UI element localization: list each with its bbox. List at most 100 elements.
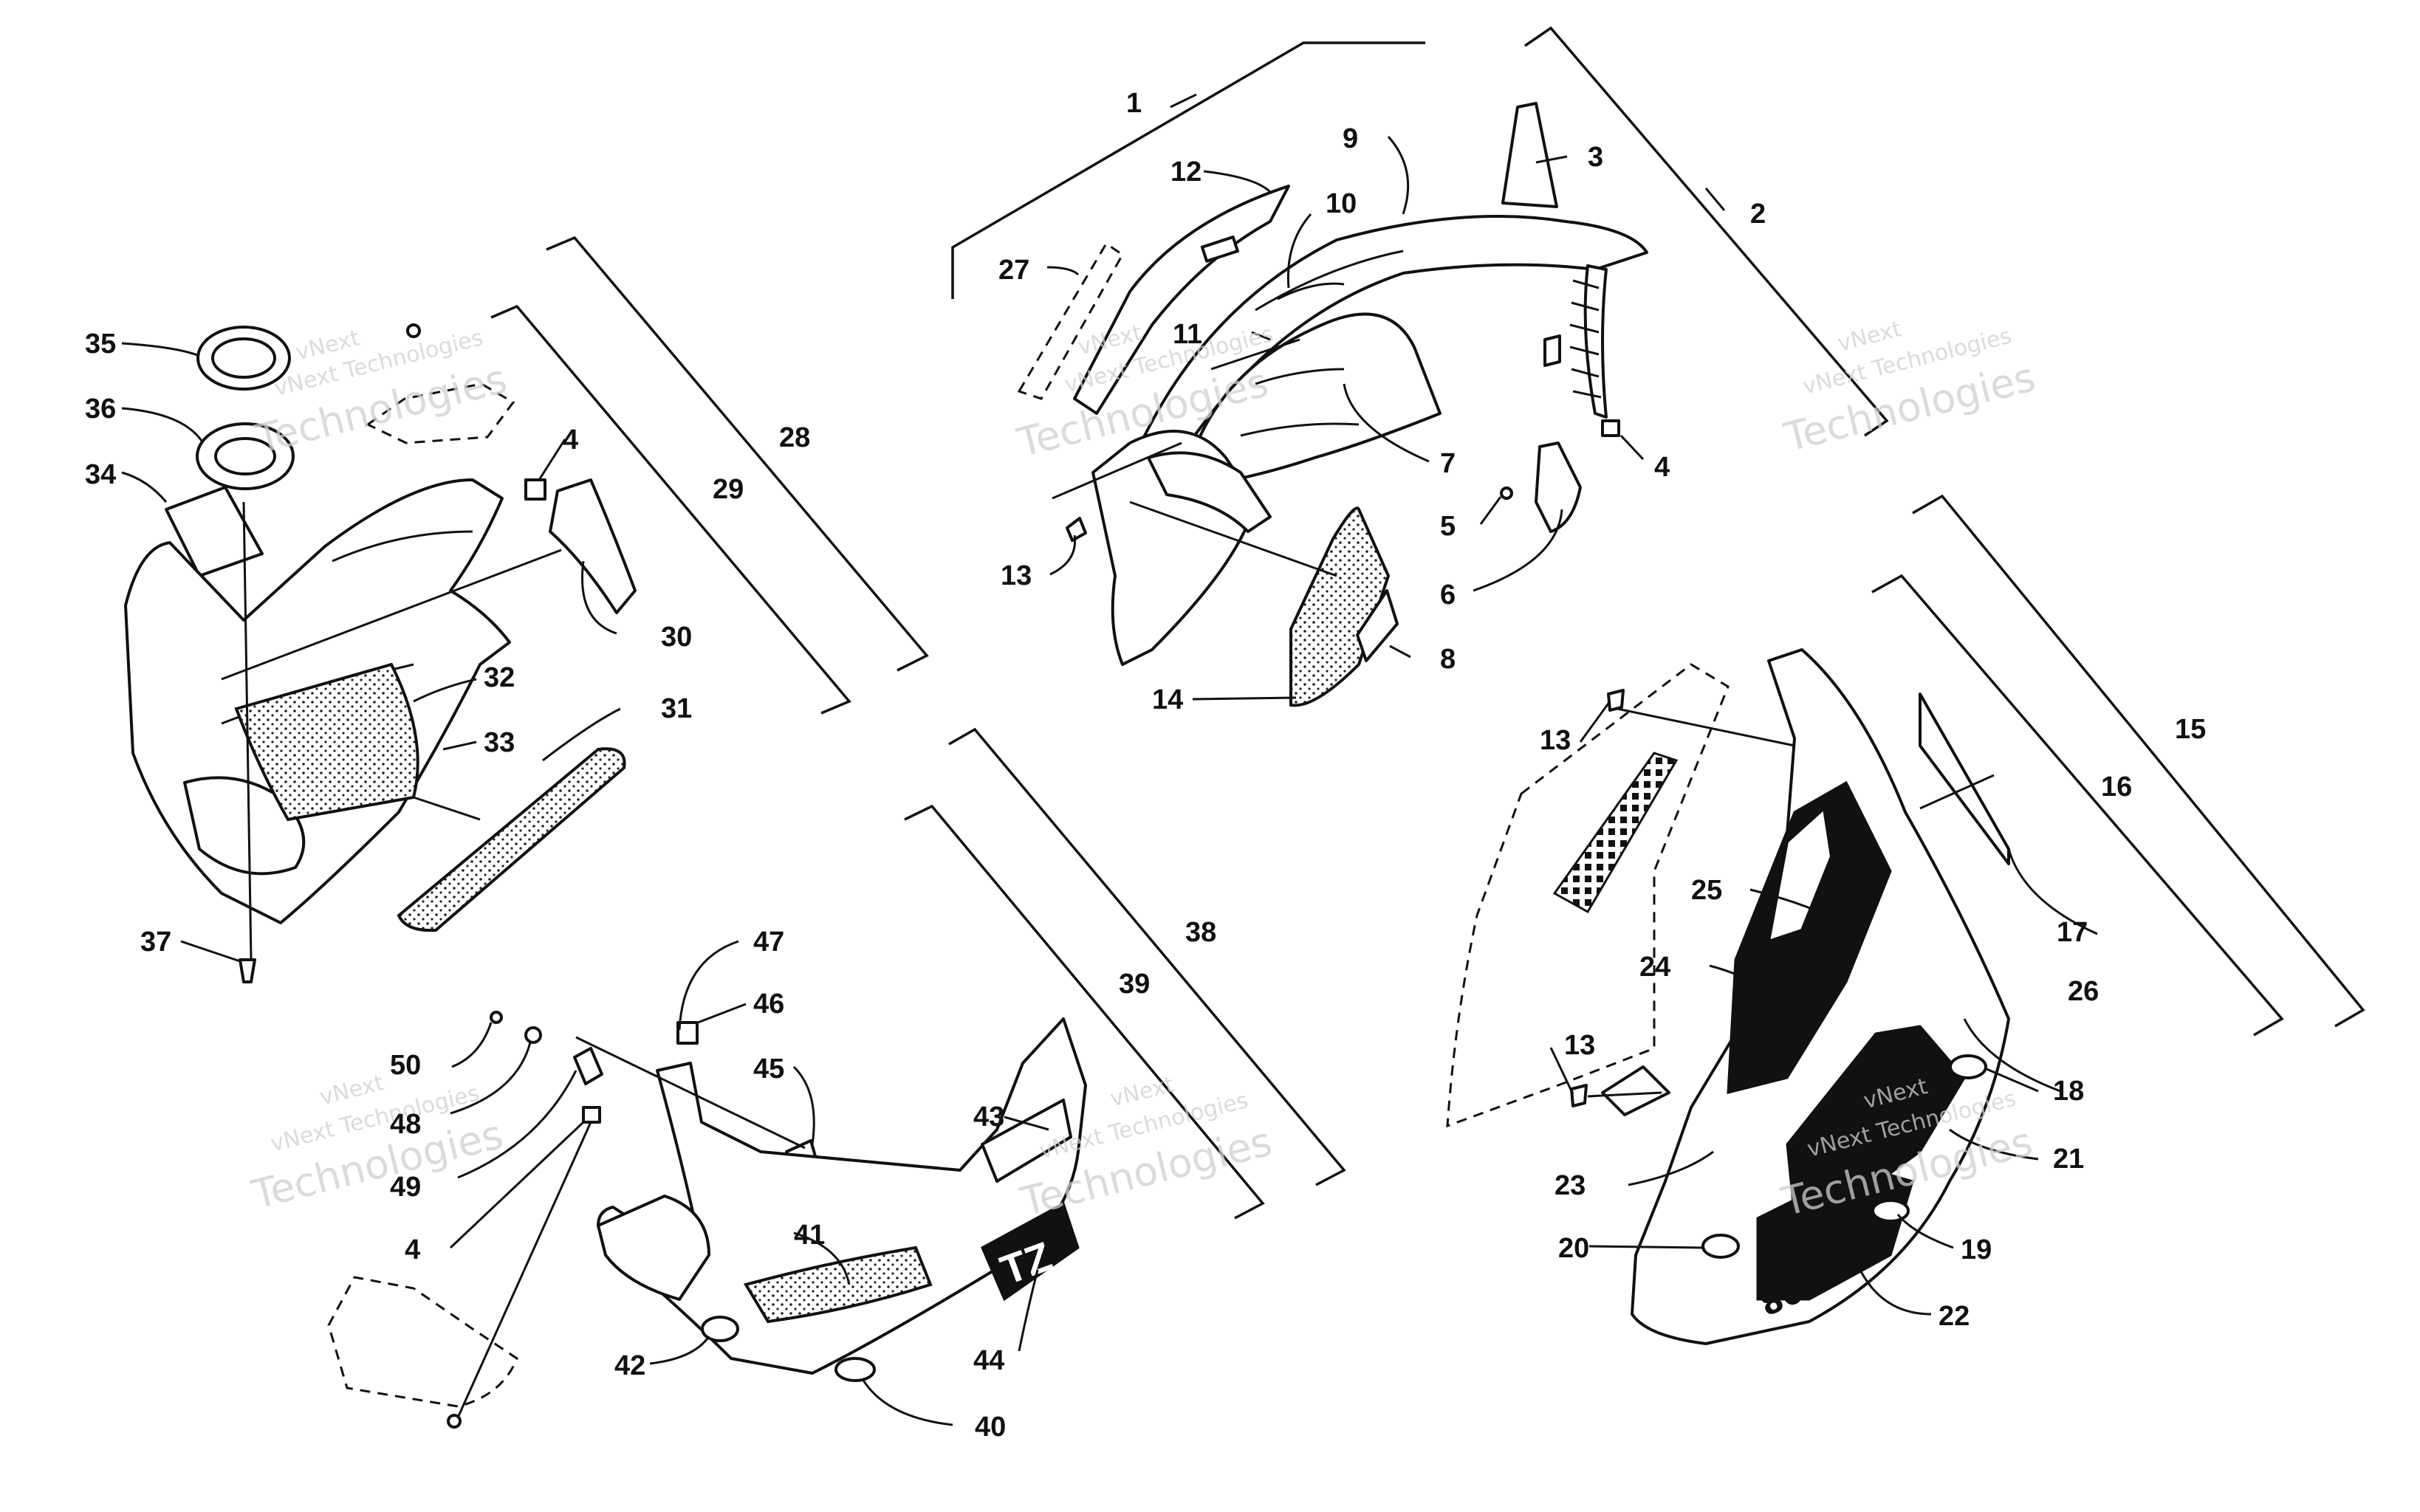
assembly-brackets (490, 26, 2365, 1220)
part-32 (234, 662, 419, 822)
part-48 (524, 1026, 542, 1044)
part-20 (1701, 1234, 1740, 1259)
part-4-clip-right (1601, 419, 1620, 437)
leader-6 (1473, 509, 1563, 592)
part-38-pan (597, 1017, 1087, 1375)
hood-assembly (1017, 102, 1648, 707)
part-43 (981, 1099, 1072, 1183)
part-14 (1289, 506, 1391, 707)
bracket-2 (1524, 26, 1889, 437)
leader-47 (678, 940, 739, 1031)
leader-5 (1479, 496, 1502, 525)
part-25-logo-gap (1767, 807, 1833, 943)
callout-21: 21 (2053, 1144, 2084, 1175)
callout-22: 22 (1939, 1301, 1970, 1332)
leader-44 (1018, 1269, 1039, 1352)
callout-17: 17 (2057, 917, 2088, 948)
leader-4-right (1619, 434, 1645, 461)
callout-44: 44 (973, 1345, 1004, 1376)
part-38-side (597, 1195, 710, 1301)
callout-10: 10 (1326, 188, 1357, 219)
leader-36 (121, 407, 205, 444)
callout-3: 3 (1588, 142, 1603, 173)
belly-pan-assembly: TZ (327, 1011, 1087, 1429)
leader-30 (580, 560, 617, 635)
part-30 (549, 478, 637, 614)
callout-13-right-top: 13 (1540, 725, 1571, 756)
part-4-lower-screw (447, 1414, 462, 1429)
callout-39: 39 (1119, 969, 1150, 1000)
bracket-16 (1871, 574, 2284, 1037)
leader-9 (1387, 136, 1410, 215)
leader-11 (1251, 331, 1271, 341)
leader-46 (697, 1003, 747, 1024)
callout-9: 9 (1343, 123, 1358, 154)
leader-26 (1963, 1018, 2061, 1093)
leader-31 (542, 707, 621, 762)
part-7-line2 (1255, 368, 1345, 385)
leader-17 (2007, 848, 2098, 935)
leader-12 (1203, 170, 1272, 193)
leader-8 (1389, 645, 1411, 659)
callout-20: 20 (1558, 1233, 1589, 1264)
leader-7 (1343, 383, 1430, 463)
part-7-line (1240, 422, 1360, 437)
leader-13-upper (1049, 535, 1077, 576)
callout-42: 42 (614, 1350, 645, 1381)
part-35-inner (211, 337, 276, 379)
callout-25: 25 (1691, 875, 1722, 906)
part-9 (1143, 215, 1648, 474)
callout-labels: 1 2 3 4 5 6 7 8 9 10 11 12 13 14 15 16 1… (85, 88, 2206, 1443)
bracket-29 (490, 304, 851, 715)
part-1-rib (1147, 451, 1272, 533)
part-28-line (332, 530, 473, 563)
callout-19: 19 (1961, 1234, 1992, 1265)
leader-13-span-bottom (1587, 1091, 1662, 1098)
part-13-upper (1066, 517, 1087, 542)
leader-41 (793, 1231, 851, 1285)
part-50 (490, 1011, 503, 1024)
part-3 (1501, 102, 1558, 208)
callout-50: 50 (390, 1050, 421, 1081)
callout-6: 6 (1440, 580, 1456, 611)
leader-18 (1986, 1068, 2039, 1093)
callout-28: 28 (779, 422, 810, 453)
leader-1-span (1129, 501, 1337, 577)
leader-35 (121, 342, 200, 357)
part-8 (1356, 589, 1399, 662)
right-side-panel-assembly: 8000 (1446, 648, 2010, 1345)
part-4-screw-left (406, 323, 421, 338)
bracket-38 (948, 727, 1346, 1186)
callout-27: 27 (998, 255, 1029, 286)
leader-lines (121, 93, 2098, 1426)
leader-42 (649, 1336, 710, 1365)
leader-13-right-bottom (1549, 1047, 1574, 1095)
callout-13-right-bottom: 13 (1564, 1030, 1595, 1061)
part-28-cutout (183, 776, 306, 876)
part-46 (676, 1021, 699, 1045)
leader-25 (1749, 888, 1828, 917)
callout-47: 47 (753, 927, 784, 958)
part-5 (1500, 487, 1513, 500)
part-36-inner (214, 437, 276, 475)
callout-8: 8 (1440, 644, 1456, 675)
leader-20 (1588, 1245, 1703, 1249)
callout-24: 24 (1639, 952, 1670, 983)
leader-45 (792, 1065, 815, 1145)
leader-33 (442, 740, 477, 751)
callout-46: 46 (753, 989, 784, 1020)
part-39-dashed (327, 1276, 518, 1408)
leader-1 (1170, 93, 1197, 109)
part-40 (834, 1357, 876, 1382)
leader-50 (451, 1022, 493, 1068)
callout-48: 48 (390, 1109, 421, 1140)
leader-3 (1535, 155, 1568, 164)
leader-27 (1046, 266, 1080, 276)
part-2-teeth (1569, 279, 1602, 399)
callout-23: 23 (1555, 1170, 1586, 1201)
leader-13-right-top (1579, 701, 1611, 743)
part-13-right-top (1607, 689, 1625, 712)
part-29-dashed-cover (366, 382, 515, 444)
